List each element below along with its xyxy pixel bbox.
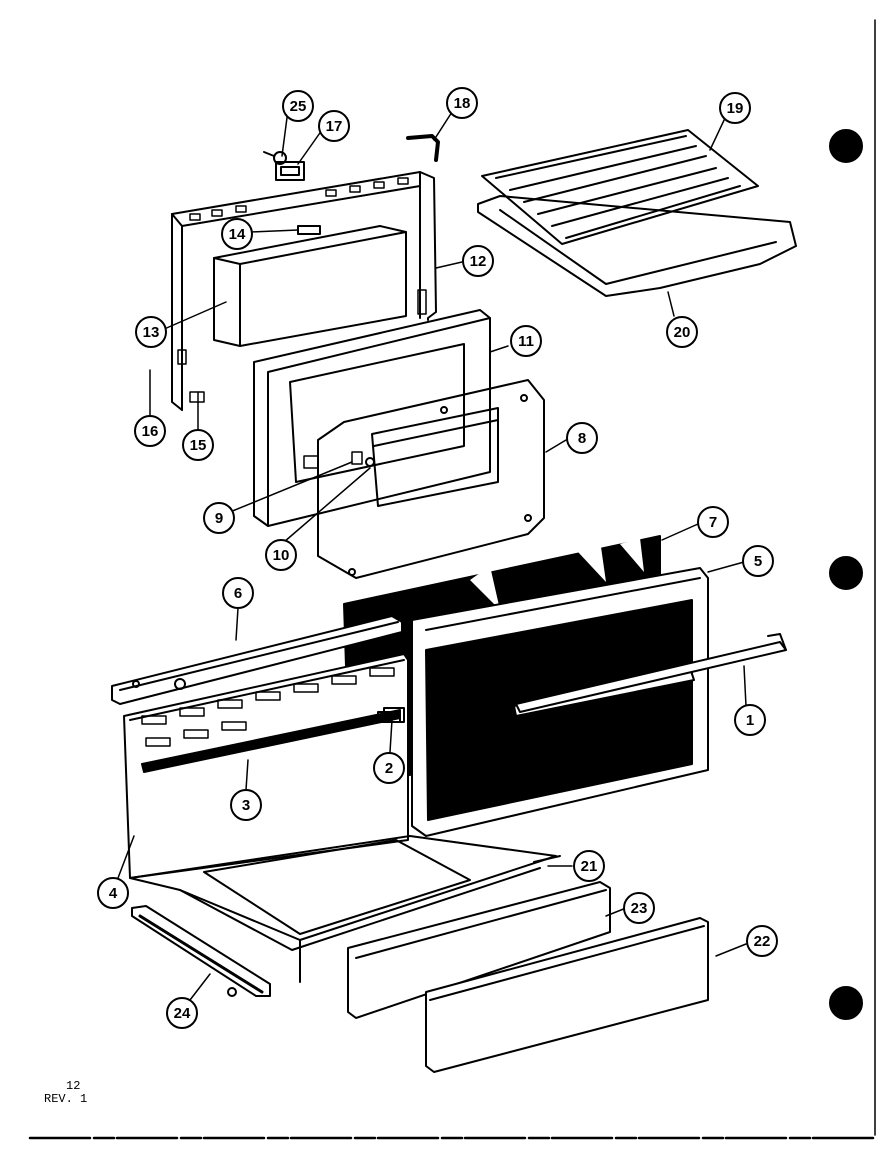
callout-circle-10 <box>265 539 297 571</box>
callout-label: 15 <box>190 437 207 454</box>
callout-label: 22 <box>754 933 771 950</box>
callout-circle-3 <box>230 789 262 821</box>
binder-hole-middle <box>829 556 863 590</box>
callout-label: 11 <box>518 333 534 350</box>
callout-label: 8 <box>578 430 586 447</box>
door-glass-frame-part <box>317 379 545 579</box>
callout-circle-5 <box>742 545 774 577</box>
drawer-rail-part <box>131 905 271 997</box>
callout-label: 18 <box>454 95 471 112</box>
callout-label: 7 <box>709 514 717 531</box>
callout-circle-7 <box>697 506 729 538</box>
callout-label: 19 <box>727 100 744 117</box>
revision-label: REV. 1 <box>44 1092 88 1106</box>
callout-label: 2 <box>385 760 393 777</box>
callout-circle-13 <box>135 316 167 348</box>
callout-circle-21 <box>573 850 605 882</box>
callout-circle-6 <box>222 577 254 609</box>
base-tray-part <box>129 835 557 983</box>
callout-circle-16 <box>134 415 166 447</box>
callout-label: 3 <box>242 797 250 814</box>
callout-circle-25 <box>282 90 314 122</box>
callout-circle-8 <box>566 422 598 454</box>
callout-circle-4 <box>97 877 129 909</box>
callout-label: 4 <box>109 885 118 902</box>
callout-circle-20 <box>666 316 698 348</box>
callout-label: 10 <box>273 547 290 564</box>
callout-circle-24 <box>166 997 198 1029</box>
callout-label: 24 <box>174 1005 191 1022</box>
door-outer-frame-part <box>171 171 437 411</box>
light-socket-part <box>263 151 305 181</box>
callout-label: 5 <box>754 553 762 570</box>
callout-circle-23 <box>623 892 655 924</box>
callout-circle-12 <box>462 245 494 277</box>
kick-panel-part <box>425 917 709 1073</box>
callout-label: 14 <box>229 226 246 243</box>
callout-circle-14 <box>221 218 253 250</box>
door-liner-part <box>213 225 407 347</box>
callout-circle-2 <box>373 752 405 784</box>
broiler-pan-part <box>477 195 797 297</box>
base-strip-part <box>533 855 561 863</box>
callout-label: 12 <box>470 253 487 270</box>
callout-circle-17 <box>318 110 350 142</box>
callout-label: 20 <box>674 324 691 341</box>
bracket-part <box>383 707 405 723</box>
drawer-front-part <box>347 881 611 1019</box>
top-trim-part <box>111 615 403 705</box>
callout-label: 21 <box>581 858 598 875</box>
callout-label: 23 <box>631 900 648 917</box>
callout-label: 25 <box>290 98 307 115</box>
door-panel-part <box>253 309 491 527</box>
callout-label: 16 <box>142 423 159 440</box>
oven-rack-part <box>481 129 759 245</box>
callout-label: 17 <box>326 118 343 135</box>
callout-label: 9 <box>215 510 223 527</box>
callout-circle-9 <box>203 502 235 534</box>
page-footer: 12 REV. 1 <box>44 1080 87 1106</box>
callout-circle-18 <box>446 87 478 119</box>
callout-label: 6 <box>234 585 242 602</box>
callout-circle-11 <box>510 325 542 357</box>
callout-circle-1 <box>734 704 766 736</box>
rail-part <box>515 633 787 713</box>
binder-hole-bottom <box>829 986 863 1020</box>
callout-label: 13 <box>143 324 160 341</box>
page-number: 12 <box>66 1079 81 1093</box>
callout-circle-22 <box>746 925 778 957</box>
callout-circle-15 <box>182 429 214 461</box>
binder-hole-top <box>829 129 863 163</box>
callout-label: 1 <box>746 712 754 729</box>
callout-circle-19 <box>719 92 751 124</box>
